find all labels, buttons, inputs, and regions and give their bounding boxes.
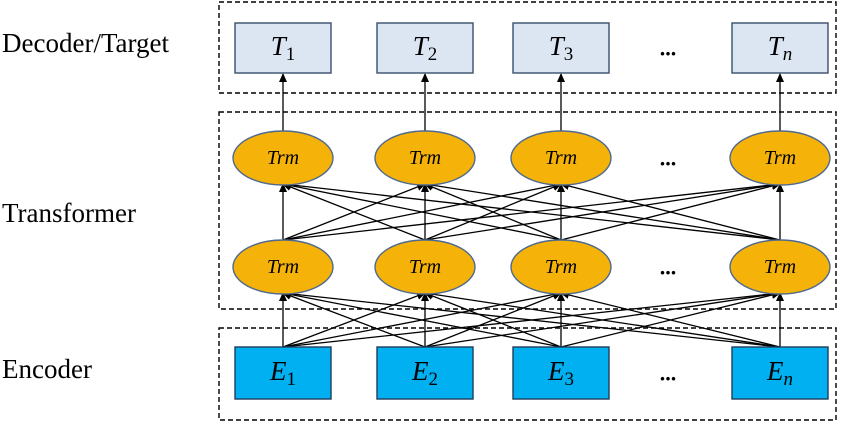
trm-node-label: Trm bbox=[764, 256, 796, 278]
decoder-node-label: T1 bbox=[271, 31, 296, 65]
decoder-node-box bbox=[376, 22, 474, 74]
trm-node-l2-1: Trm bbox=[232, 130, 334, 186]
trm-node-ellipse bbox=[232, 239, 334, 295]
trm-node-l1-2: Trm bbox=[374, 239, 476, 295]
encoder-node-label: E2 bbox=[411, 356, 438, 390]
trm-node-label: Trm bbox=[545, 147, 577, 169]
ellipsis-marker: ... bbox=[660, 361, 677, 386]
decoder-node-3: T3 bbox=[512, 22, 610, 74]
trm-node-label: Trm bbox=[267, 256, 299, 278]
trm-to-trm-edge bbox=[282, 180, 781, 241]
trm-to-trm-edge bbox=[424, 181, 781, 241]
encoder-group-box bbox=[218, 327, 837, 421]
decoder-node-label: T2 bbox=[413, 31, 438, 65]
decoder-node-box bbox=[512, 22, 610, 74]
trm-node-label: Trm bbox=[409, 147, 441, 169]
decoder-node-box bbox=[731, 22, 829, 74]
trm-node-l1-1: Trm bbox=[232, 239, 334, 295]
decoder-group-box bbox=[218, 1, 837, 94]
trm-node-label: Trm bbox=[409, 256, 441, 278]
ellipsis-marker: ... bbox=[660, 36, 677, 61]
trm-to-trm-edge bbox=[560, 182, 781, 241]
trm-node-ellipse bbox=[374, 239, 476, 295]
encoder-node-label: E3 bbox=[547, 356, 574, 390]
trm-to-trm-edge bbox=[282, 181, 562, 241]
encoder-node-box bbox=[376, 346, 474, 400]
trm-node-ellipse bbox=[729, 130, 831, 186]
encoder-to-trm-edge bbox=[282, 290, 562, 348]
encoder-to-trm-edge bbox=[560, 291, 781, 348]
encoder-to-trm-edge bbox=[282, 289, 781, 348]
trm-node-label: Trm bbox=[764, 147, 796, 169]
trm-to-trm-edge bbox=[424, 183, 562, 241]
trm-node-l1-3: Trm bbox=[510, 239, 612, 295]
trm-node-l2-3: Trm bbox=[510, 130, 612, 186]
decoder-node-2: T2 bbox=[376, 22, 474, 74]
encoder-row-label: Encoder bbox=[2, 354, 92, 384]
decoder-node-n: Tn bbox=[731, 22, 829, 74]
encoder-node-label: En bbox=[766, 356, 793, 390]
trm-to-trm-edge bbox=[282, 183, 426, 241]
encoder-node-label: E1 bbox=[269, 356, 296, 390]
trm-node-l1-4: Trm bbox=[729, 239, 831, 295]
decoder-node-box bbox=[234, 22, 332, 74]
trm-node-l2-4: Trm bbox=[729, 130, 831, 186]
ellipsis-marker: ... bbox=[660, 255, 677, 280]
encoder-node-box bbox=[512, 346, 610, 400]
trm-node-l2-2: Trm bbox=[374, 130, 476, 186]
transformer-row-label: Transformer bbox=[2, 198, 136, 228]
trm-node-ellipse bbox=[510, 239, 612, 295]
encoder-to-trm-edge bbox=[282, 292, 426, 348]
ellipsis-marker: ... bbox=[660, 146, 677, 171]
trm-node-ellipse bbox=[510, 130, 612, 186]
encoder-to-trm-edge bbox=[424, 290, 781, 348]
trm-node-ellipse bbox=[729, 239, 831, 295]
trm-node-ellipse bbox=[232, 130, 334, 186]
trm-node-label: Trm bbox=[267, 147, 299, 169]
decoder-node-1: T1 bbox=[234, 22, 332, 74]
trm-node-label: Trm bbox=[545, 256, 577, 278]
encoder-node-box bbox=[731, 346, 829, 400]
encoder-node-1: E1 bbox=[234, 346, 332, 400]
encoder-node-box bbox=[234, 346, 332, 400]
encoder-node-2: E2 bbox=[376, 346, 474, 400]
decoder-target-row-label: Decoder/Target bbox=[2, 28, 170, 58]
decoder-node-label: T3 bbox=[549, 31, 574, 65]
decoder-node-label: Tn bbox=[768, 31, 793, 65]
encoder-node-n: En bbox=[731, 346, 829, 400]
encoder-node-3: E3 bbox=[512, 346, 610, 400]
encoder-to-trm-edge bbox=[424, 292, 562, 348]
trm-node-ellipse bbox=[374, 130, 476, 186]
